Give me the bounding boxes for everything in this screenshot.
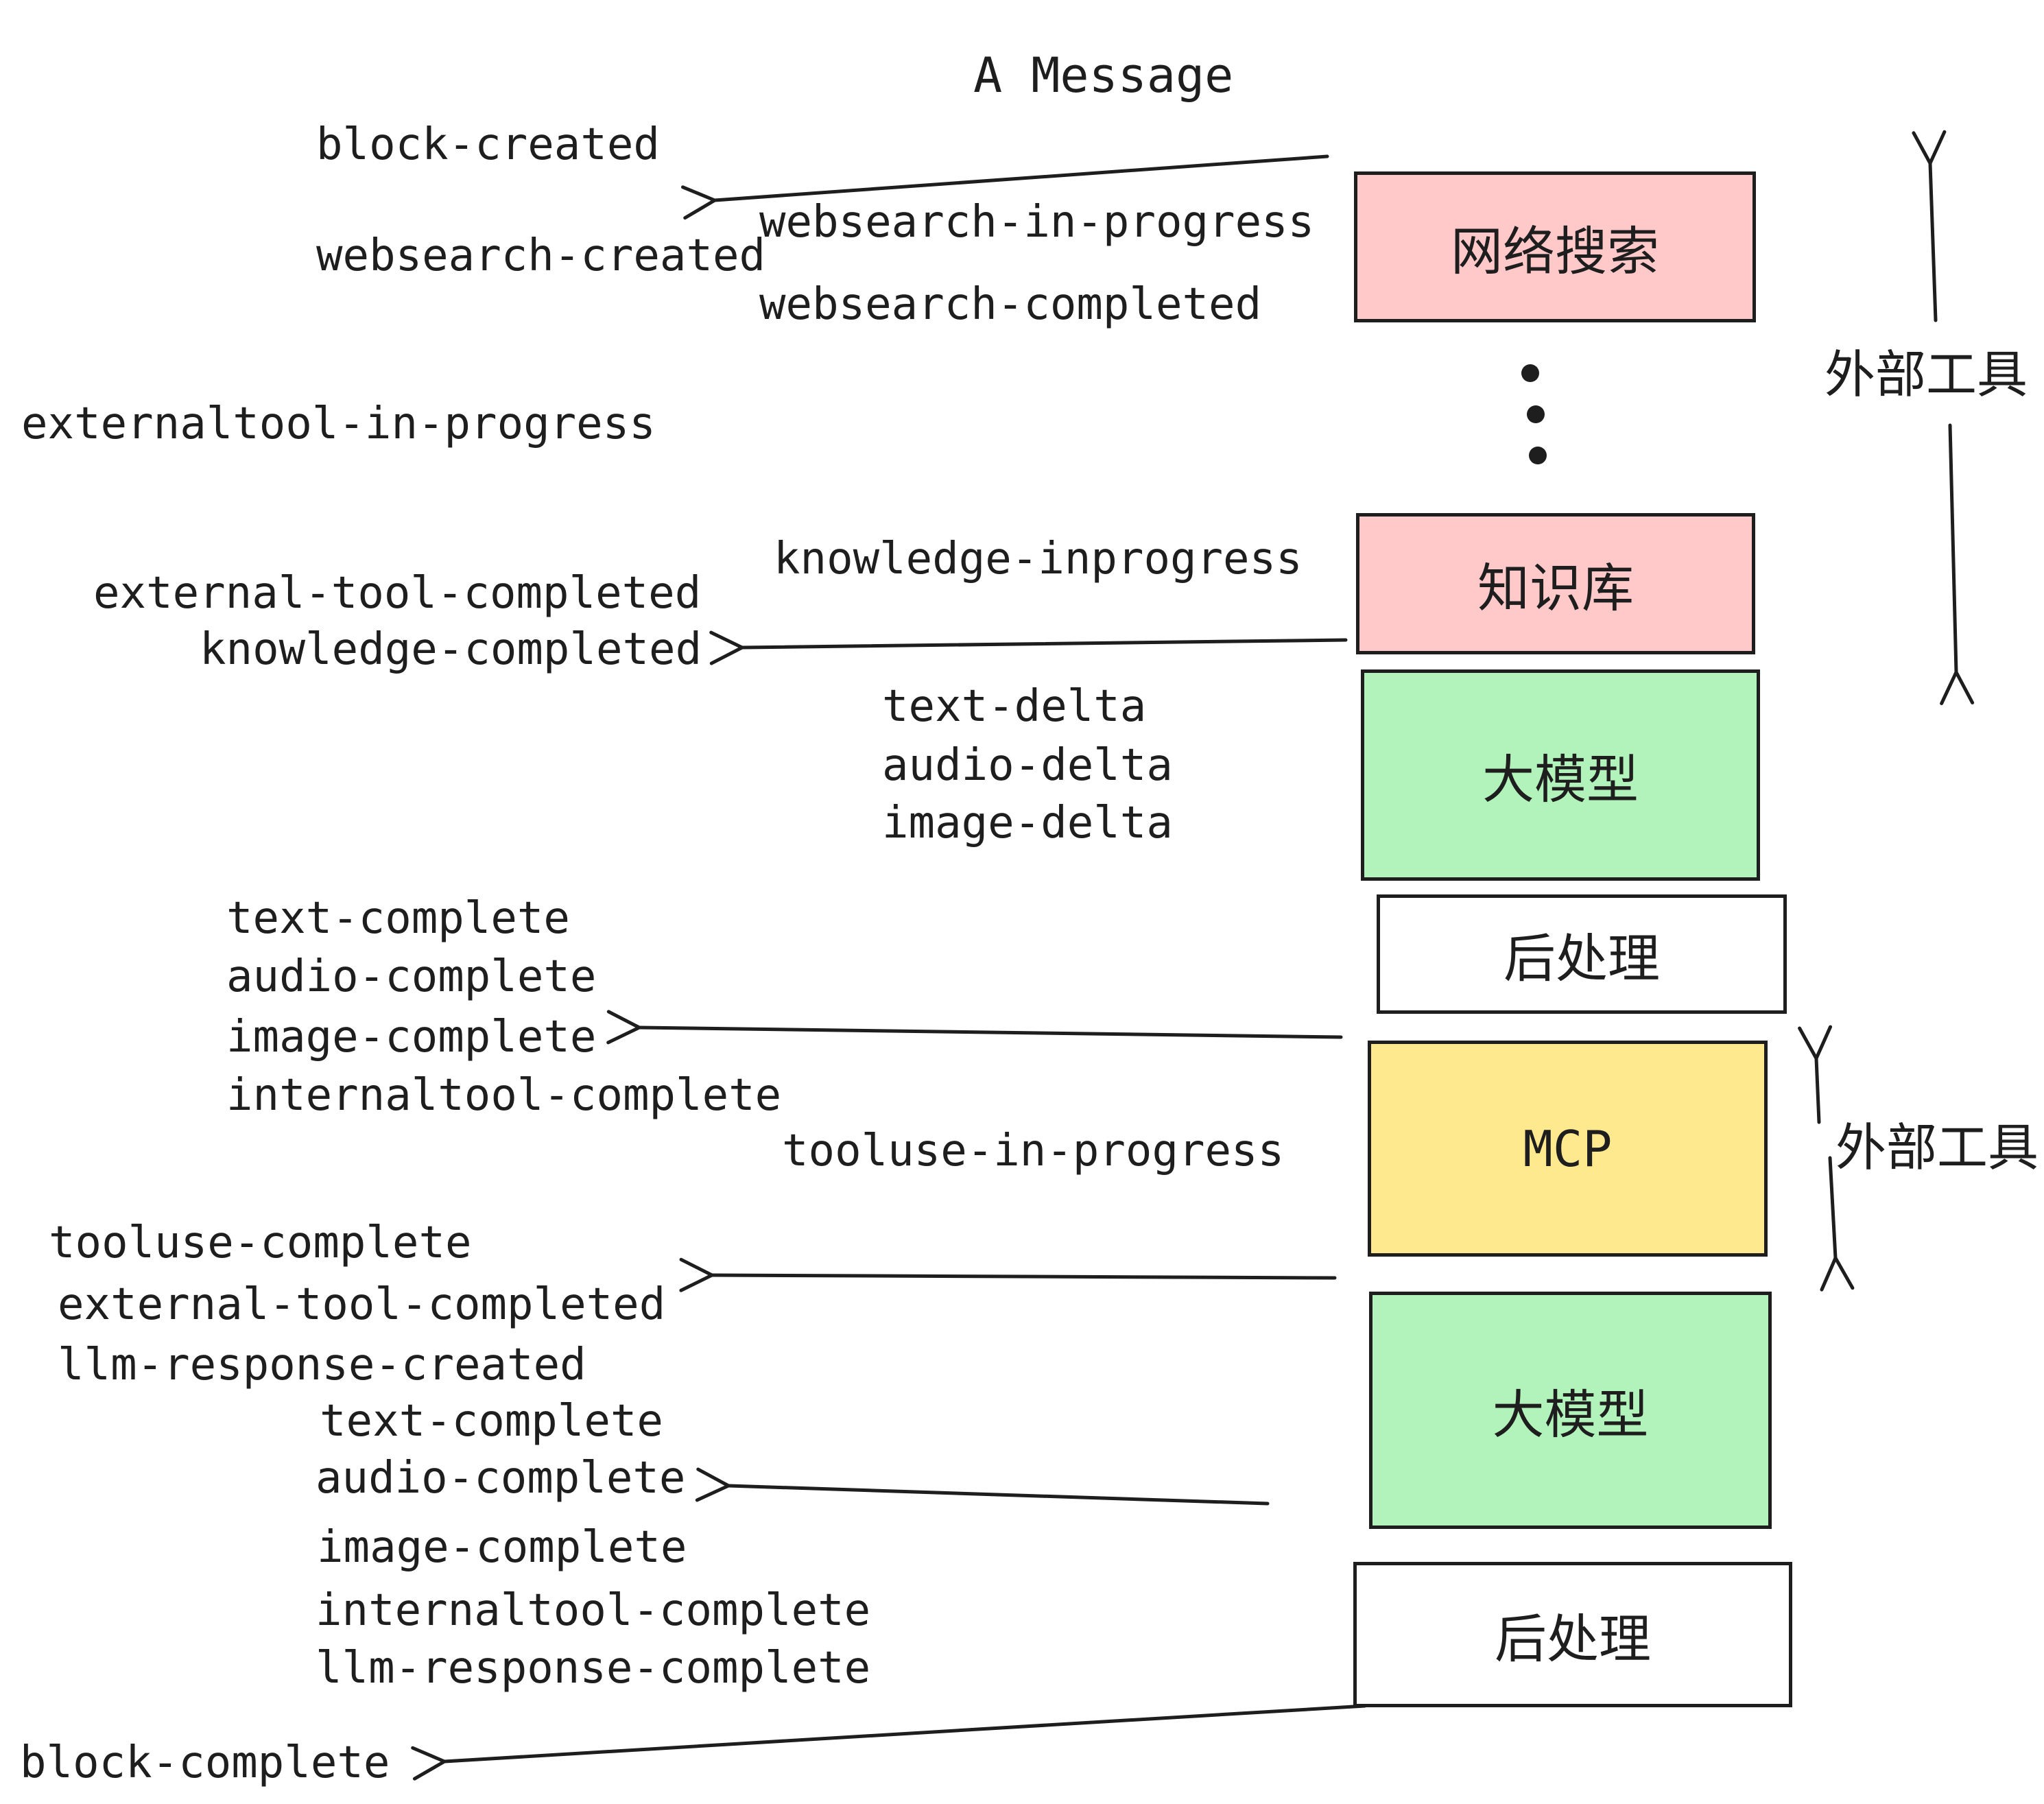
box-postprocess-1: 后处理 bbox=[1377, 894, 1787, 1014]
event-text-complete-1: text-complete bbox=[226, 893, 570, 944]
arrow-llm-complete bbox=[695, 1467, 1270, 1506]
event-audio-delta-1: audio-delta bbox=[882, 740, 1173, 791]
event-audio-complete-1: audio-complete bbox=[226, 951, 597, 1002]
event-internaltool-complete-1: internaltool-complete bbox=[226, 1070, 782, 1121]
box-knowledge-label: 知识库 bbox=[1477, 558, 1634, 619]
event-internaltool-complete-2: internaltool-complete bbox=[316, 1585, 871, 1636]
mcp-down-arrow bbox=[1820, 1156, 1855, 1292]
box-postprocess-2: 后处理 bbox=[1353, 1562, 1792, 1707]
box-mcp-label: MCP bbox=[1523, 1119, 1613, 1178]
arrow-block-complete bbox=[411, 1704, 1367, 1781]
event-llm-response-complete: llm-response-complete bbox=[316, 1643, 871, 1694]
arrow-tooluse-complete bbox=[679, 1257, 1337, 1292]
external-tool-down-arrow bbox=[1940, 423, 1975, 706]
arrow-knowledge-completed bbox=[709, 630, 1348, 665]
box-postprocess-1-label: 后处理 bbox=[1504, 928, 1660, 989]
event-websearch-created: websearch-created bbox=[316, 230, 766, 281]
box-llm-1: 大模型 bbox=[1361, 669, 1760, 881]
event-externaltool-in-progress: externaltool-in-progress bbox=[21, 399, 656, 449]
event-knowledge-completed: knowledge-completed bbox=[200, 624, 702, 675]
ellipsis-dot bbox=[1529, 447, 1547, 464]
event-knowledge-inprogress: knowledge-inprogress bbox=[774, 534, 1303, 584]
external-tool-up-arrow bbox=[1912, 130, 1947, 322]
event-audio-complete-2: audio-complete bbox=[316, 1453, 686, 1504]
event-block-complete: block-complete bbox=[20, 1737, 390, 1788]
arrow-websearch-created bbox=[681, 154, 1329, 220]
ellipsis-dot bbox=[1521, 364, 1539, 382]
event-tooluse-complete: tooluse-complete bbox=[49, 1218, 472, 1268]
ellipsis-dots-icon bbox=[1521, 364, 1547, 464]
event-block-created: block-created bbox=[316, 119, 660, 170]
event-text-complete-2: text-complete bbox=[320, 1396, 663, 1447]
ellipsis-dot bbox=[1527, 405, 1545, 423]
box-postprocess-2-label: 后处理 bbox=[1495, 1609, 1651, 1670]
arrow-internal-complete bbox=[606, 1010, 1343, 1045]
event-external-tool-completed-1: external-tool-completed bbox=[93, 568, 702, 619]
event-websearch-completed: websearch-completed bbox=[759, 279, 1262, 330]
event-external-tool-completed-2: external-tool-completed bbox=[58, 1279, 666, 1330]
mcp-up-arrow bbox=[1798, 1025, 1833, 1124]
event-text-delta-1: text-delta bbox=[882, 681, 1147, 732]
event-image-complete-2: image-complete bbox=[317, 1522, 687, 1573]
box-llm-1-label: 大模型 bbox=[1482, 749, 1639, 810]
event-tooluse-in-progress: tooluse-in-progress bbox=[782, 1126, 1285, 1176]
external-tools-label-top: 外部工具 bbox=[1825, 345, 2028, 405]
event-websearch-in-progress: websearch-in-progress bbox=[759, 197, 1315, 248]
box-llm-2-label: 大模型 bbox=[1492, 1384, 1649, 1445]
box-websearch-label: 网络搜索 bbox=[1451, 221, 1659, 282]
page-title: A Message bbox=[973, 47, 1234, 104]
event-image-delta-1: image-delta bbox=[882, 798, 1173, 848]
external-tools-label-mcp: 外部工具 bbox=[1835, 1118, 2039, 1178]
box-websearch: 网络搜索 bbox=[1354, 171, 1756, 322]
box-mcp: MCP bbox=[1368, 1041, 1768, 1257]
event-image-complete-1: image-complete bbox=[226, 1012, 597, 1063]
box-knowledge: 知识库 bbox=[1356, 513, 1755, 654]
event-llm-response-created: llm-response-created bbox=[58, 1340, 586, 1390]
box-llm-2: 大模型 bbox=[1369, 1292, 1772, 1529]
